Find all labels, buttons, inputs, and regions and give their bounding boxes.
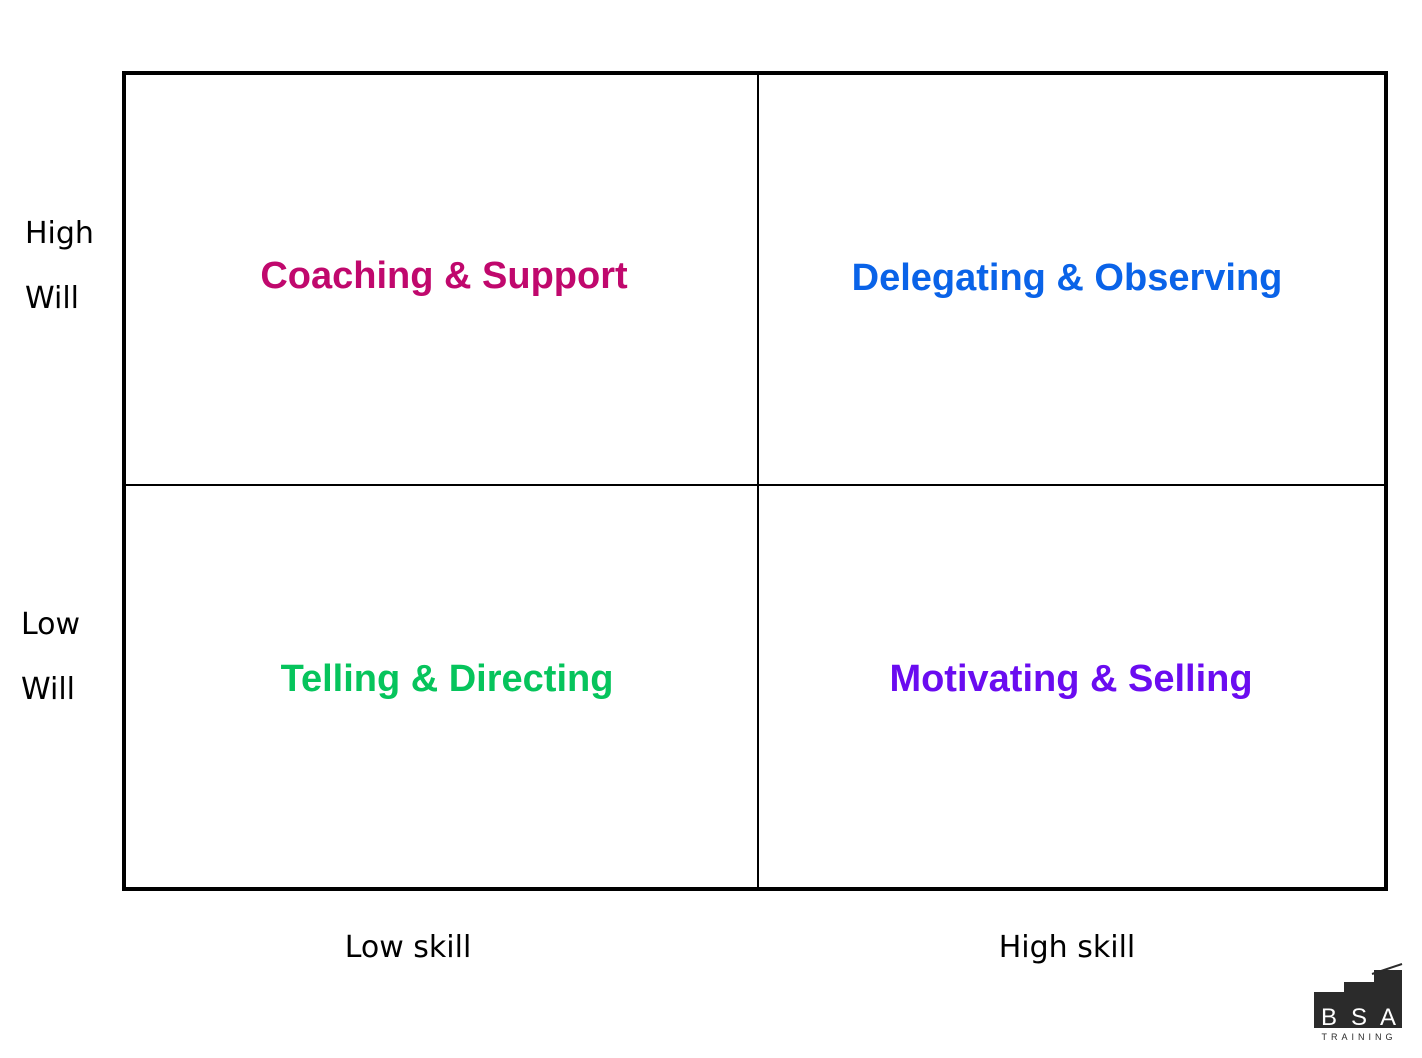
bsa-training-logo: B S A TRAINING	[1314, 963, 1403, 1042]
logo-subtitle: TRAINING	[1321, 1032, 1396, 1042]
quadrant-delegating-observing: Delegating & Observing	[851, 257, 1283, 299]
y-axis-low-line1: Low	[21, 607, 81, 642]
x-axis-low-skill: Low skill	[344, 930, 472, 965]
quadrant-coaching-support: Coaching & Support	[260, 255, 628, 297]
y-axis-high-line2: Will	[25, 281, 80, 316]
vertical-divider	[757, 75, 759, 887]
logo-letter-s: S	[1351, 1004, 1367, 1031]
quadrant-motivating-selling: Motivating & Selling	[889, 658, 1253, 700]
logo-letter-b: B	[1321, 1004, 1337, 1031]
quadrant-telling-directing: Telling & Directing	[280, 658, 614, 700]
x-axis-high-skill: High skill	[998, 930, 1136, 965]
horizontal-divider	[126, 484, 1384, 486]
skill-will-matrix	[122, 71, 1388, 891]
y-axis-high-line1: High	[25, 216, 94, 251]
y-axis-low-line2: Will	[21, 672, 76, 707]
logo-letter-a: A	[1380, 1004, 1396, 1031]
